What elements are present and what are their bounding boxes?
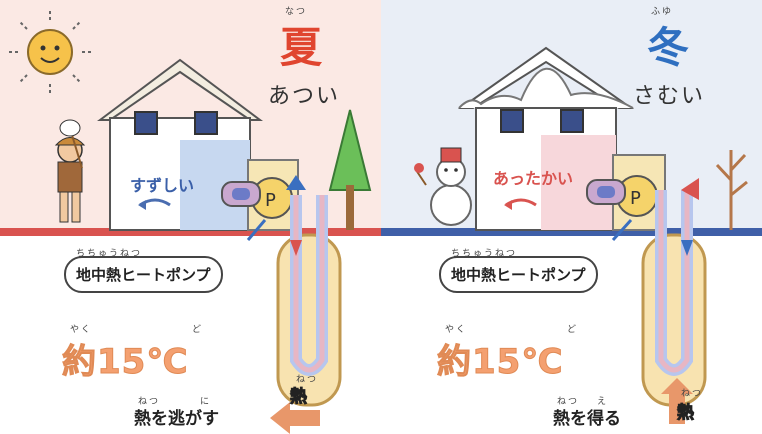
- heat-in-arrow: [661, 378, 693, 424]
- heat-caption: 熱を逃がす: [134, 409, 219, 429]
- temperature-ruby-left: やく: [70, 325, 93, 335]
- caption-ruby-right: に: [200, 397, 212, 407]
- pump-pointer: [611, 218, 633, 242]
- house-window: [560, 109, 584, 133]
- heat-word: 熱: [677, 403, 695, 424]
- house-label: あったかい: [493, 169, 574, 188]
- child-with-net-icon: [54, 119, 86, 223]
- summer-ground-line: [0, 228, 381, 236]
- pump-label: 地中熱ヒートポンプ: [64, 256, 223, 293]
- bare-tree-icon: [715, 150, 748, 230]
- sun-icon: [8, 10, 92, 94]
- temperature-value: 約15℃: [62, 342, 189, 383]
- pump-label: 地中熱ヒートポンプ: [439, 256, 598, 293]
- heat-pump-unit: P: [221, 177, 293, 219]
- flow-down-arrow: [681, 240, 693, 256]
- house-label: すずしい: [130, 176, 195, 195]
- caption-ruby-right: え: [597, 397, 609, 407]
- season-subtitle: あつい: [268, 84, 341, 109]
- snowman-icon: [414, 147, 472, 226]
- season-title: 冬: [647, 23, 690, 72]
- winter-illustration: P: [381, 0, 762, 424]
- heat-out-arrow: [270, 402, 320, 434]
- season-title: 夏: [280, 23, 323, 72]
- summer-panel: P なつ 夏 あつい すずしい: [0, 0, 381, 434]
- house-window: [194, 111, 218, 135]
- summer-illustration: P: [0, 0, 381, 434]
- winter-panel: P ふゆ 冬 さむい: [381, 0, 762, 434]
- flow-up-arrow: [681, 178, 699, 200]
- temperature-ruby-left: やく: [445, 325, 468, 335]
- caption-ruby-left: ねつ: [557, 397, 580, 407]
- caption-ruby-left: ねつ: [138, 397, 161, 407]
- temperature-ruby-right: ど: [192, 325, 204, 335]
- flow-up-arrow: [286, 175, 306, 190]
- pump-pointer: [246, 219, 267, 241]
- heat-pump-unit: P: [586, 175, 658, 217]
- heat-word: 熱: [290, 387, 308, 408]
- temperature-ruby-right: ど: [567, 325, 579, 335]
- house-window: [500, 109, 524, 133]
- svg-text:P: P: [265, 190, 276, 211]
- season-ruby: なつ: [285, 7, 308, 17]
- tree-icon: [328, 109, 372, 230]
- season-subtitle: さむい: [633, 84, 706, 109]
- house-window: [134, 111, 158, 135]
- season-ruby: ふゆ: [651, 7, 674, 17]
- heat-caption: 熱を得る: [553, 409, 621, 429]
- heat-ruby: ねつ: [681, 389, 704, 399]
- pump-ruby: ちちゅうねつ: [76, 249, 143, 259]
- heat-ruby: ねつ: [296, 375, 319, 385]
- svg-text:P: P: [630, 188, 641, 209]
- winter-ground-line: [381, 228, 762, 236]
- pump-ruby: ちちゅうねつ: [451, 249, 518, 259]
- flow-down-arrow: [290, 240, 302, 256]
- winter-house: [457, 46, 635, 231]
- temperature-value: 約15℃: [437, 342, 564, 383]
- ground-loop-borehole: [276, 175, 342, 407]
